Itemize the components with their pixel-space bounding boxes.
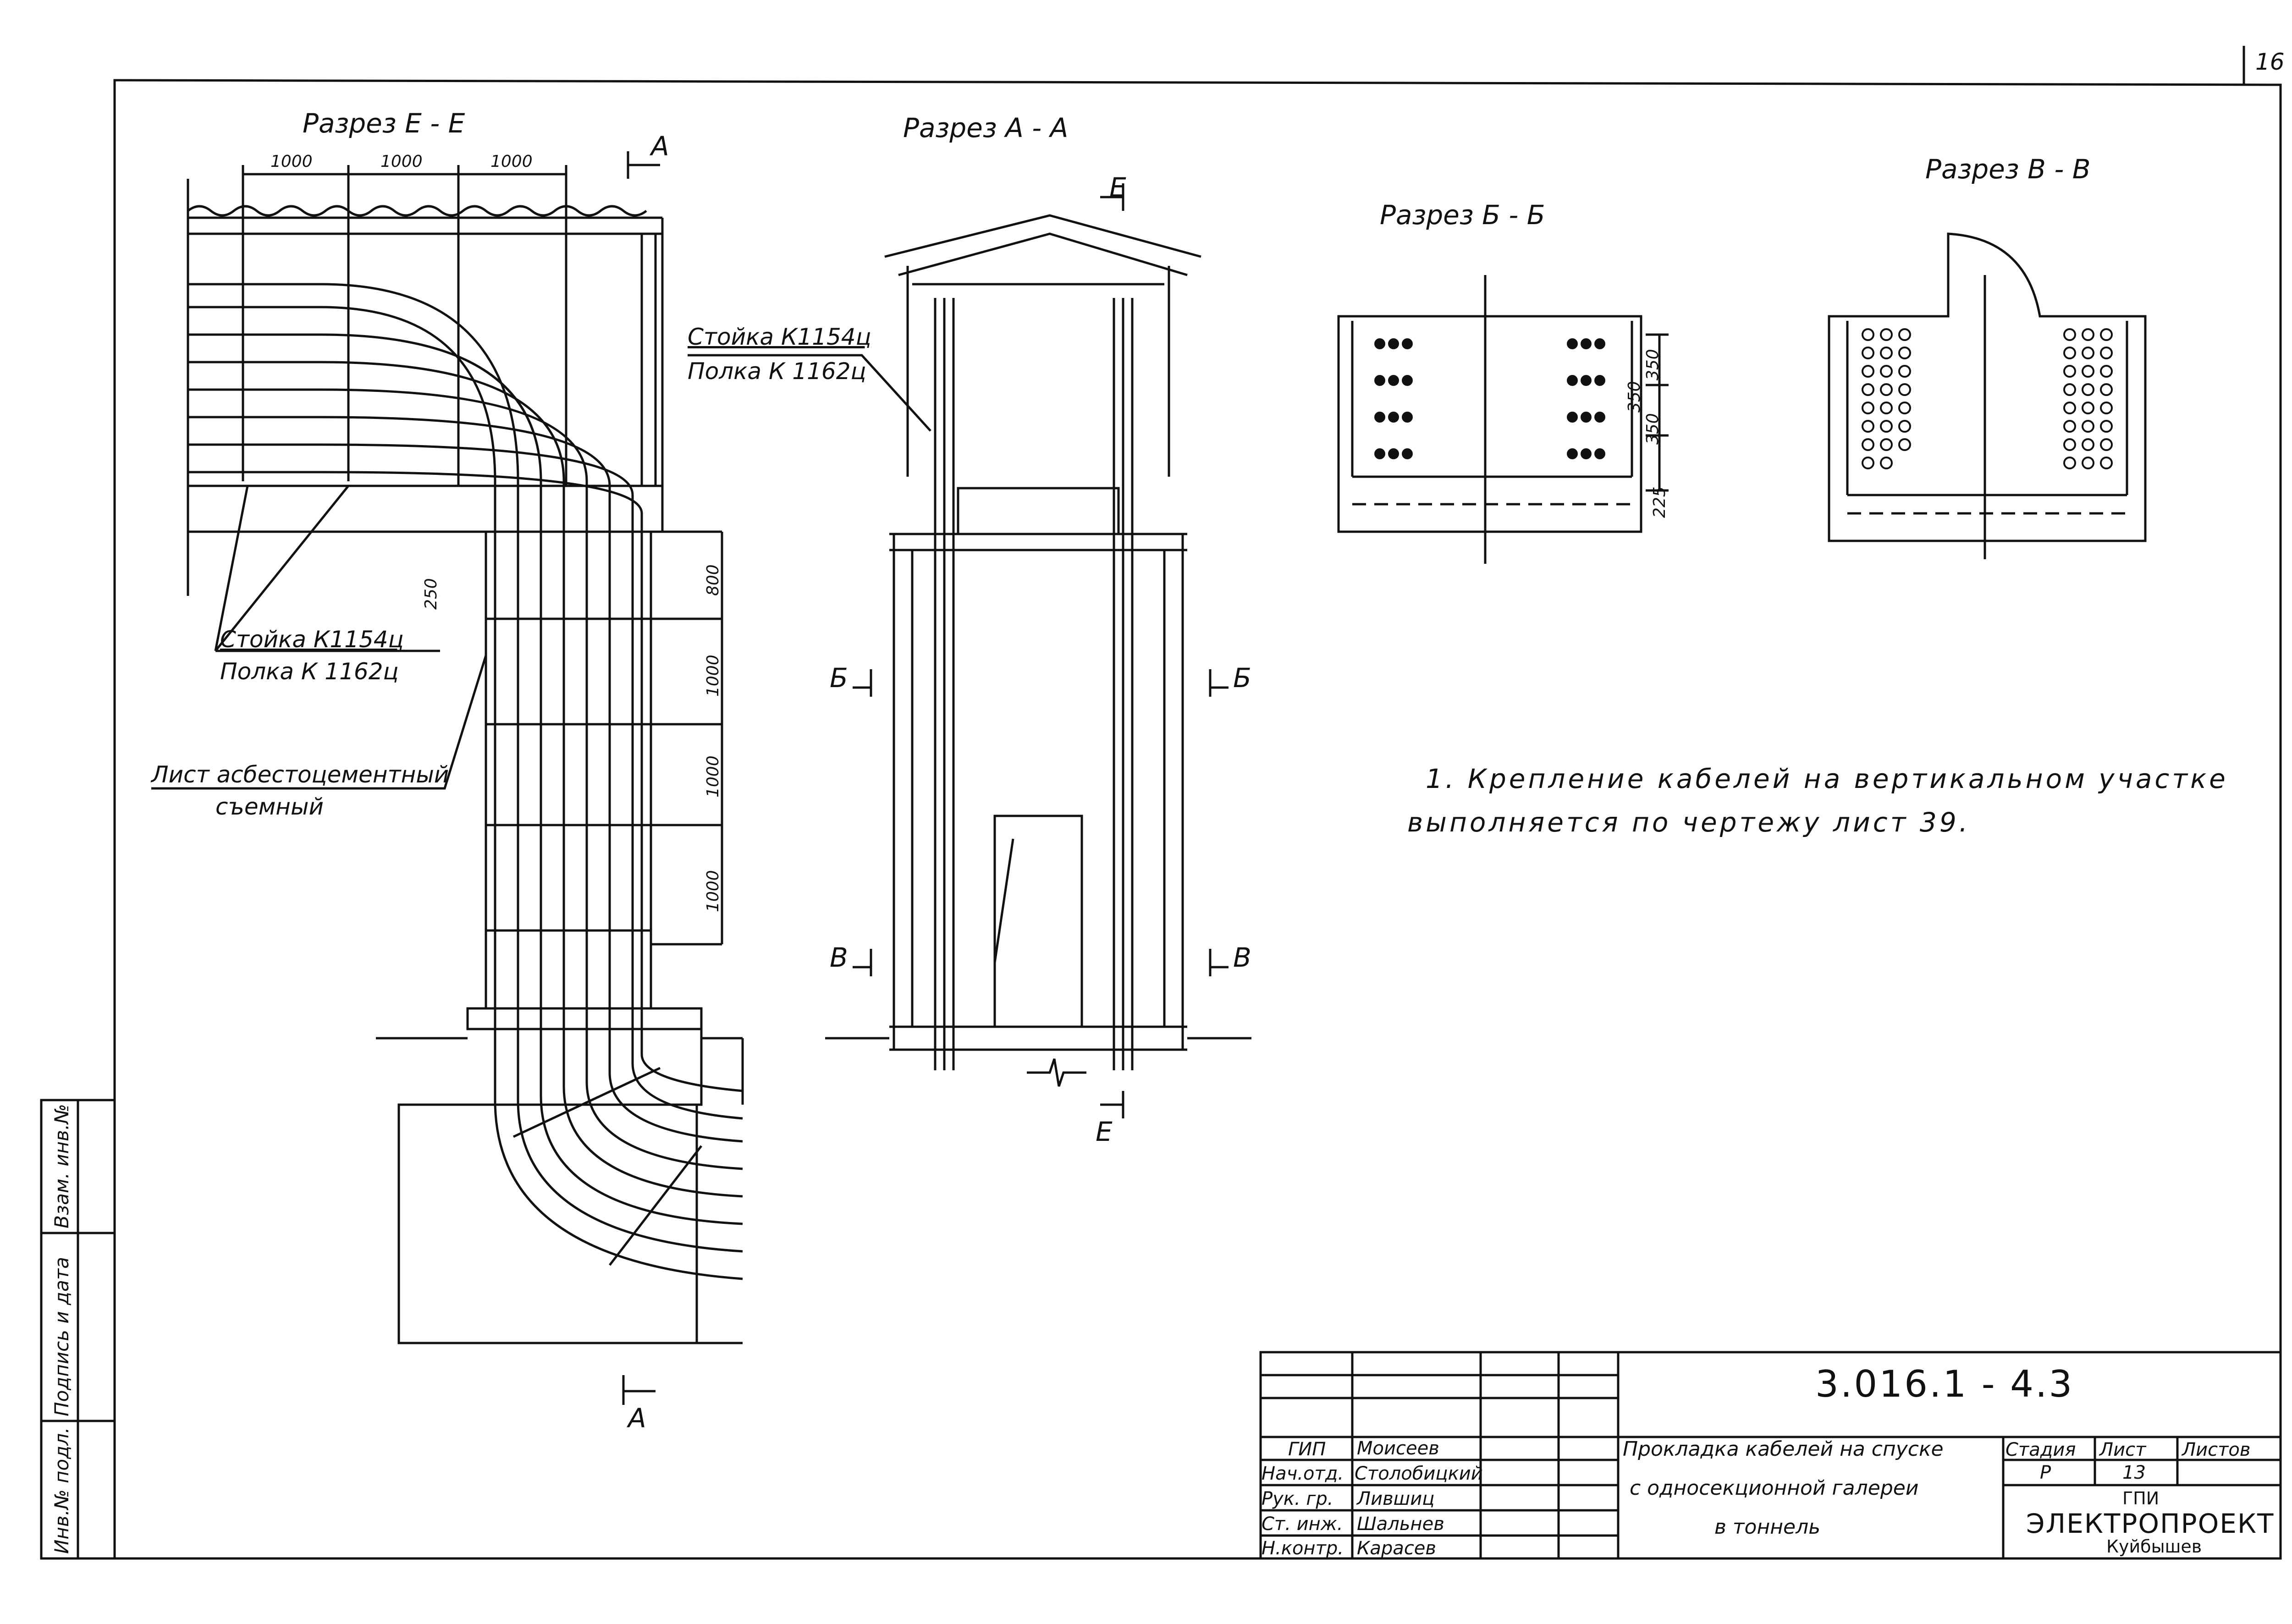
- description-line3: в тоннель: [1714, 1515, 1821, 1539]
- marker-v-left: В: [830, 942, 848, 973]
- dim-ee-v3: 1000: [704, 755, 722, 798]
- dim-ee-v2: 1000: [704, 655, 722, 697]
- role-ruk-gr: Рук. гр.: [1262, 1488, 1333, 1509]
- description-line2: с односекционной галереи: [1630, 1476, 1919, 1500]
- org-line3: Куйбышев: [2106, 1536, 2202, 1557]
- org-line1: ГПИ: [2122, 1488, 2160, 1508]
- marker-b-right: Б: [1233, 662, 1251, 694]
- role-n-kontr: Н.контр.: [1262, 1538, 1344, 1559]
- section-vv-title: Разрез В - В: [1925, 154, 2091, 185]
- sheet-label: Лист: [2099, 1439, 2146, 1460]
- marker-a-top: А: [651, 131, 669, 162]
- callout-shelf-lower: Полка К 1162ц: [220, 658, 399, 685]
- section-bb-drawing: [1337, 275, 1669, 564]
- org-line2: ЭЛЕКТРОПРОЕКТ: [2026, 1508, 2275, 1539]
- callout-stand-upper: Стойка К1154ц: [688, 324, 871, 350]
- dim-bb-1: 350: [1643, 349, 1662, 380]
- name-nach-otd: Столобицкий: [1355, 1463, 1483, 1484]
- section-vv-drawing: [1828, 232, 2147, 559]
- callout-stand-lower: Стойка К1154ц: [220, 626, 404, 653]
- title-block-frame: [1259, 1351, 2282, 1560]
- role-nach-otd: Нач.отд.: [1262, 1463, 1344, 1484]
- section-bb-title: Разрез Б - Б: [1380, 199, 1545, 231]
- stage-label: Стадия: [2006, 1439, 2076, 1460]
- dim-ee-1: 1000: [270, 152, 313, 171]
- dim-bb-4: 225: [1650, 486, 1669, 518]
- name-st-inzh: Шальнев: [1357, 1514, 1444, 1535]
- role-st-inzh: Ст. инж.: [1262, 1514, 1343, 1535]
- marker-e-bottom: Е: [1096, 1116, 1113, 1147]
- side-stamp-inv-podl: Инв.№ подл.: [50, 1427, 73, 1554]
- callout-sheet-line2: съемный: [215, 793, 324, 820]
- dim-bb-3: 350: [1643, 413, 1662, 445]
- sheets-label: Листов: [2182, 1439, 2251, 1460]
- dim-bb-2: 350: [1625, 381, 1644, 413]
- callout-sheet-line1: Лист асбестоцементный: [151, 761, 449, 788]
- section-ee-title: Разрез Е - Е: [303, 108, 465, 139]
- dim-ee-3: 1000: [490, 152, 533, 171]
- description-line1: Прокладка кабелей на спуске: [1623, 1437, 1944, 1461]
- marker-e-top: Е: [1109, 172, 1126, 203]
- side-stamp-vzam: Взам. инв.№: [50, 1104, 73, 1228]
- drawing-code: 3.016.1 - 4.3: [1815, 1363, 2074, 1405]
- dim-ee-250: 250: [422, 578, 441, 610]
- name-gip: Моисеев: [1357, 1438, 1439, 1459]
- section-ee-drawing: [151, 151, 744, 1405]
- dim-ee-v4: 1000: [704, 870, 722, 912]
- name-n-kontr: Карасев: [1357, 1538, 1436, 1559]
- page-number: 16: [2255, 49, 2285, 75]
- note-line2: выполняется по чертежу лист 39.: [1407, 807, 1971, 838]
- dim-ee-2: 1000: [380, 152, 423, 171]
- callout-shelf-upper: Полка К 1162ц: [688, 358, 866, 385]
- section-vv-cables: [1862, 328, 2113, 469]
- section-bb-cables: [1374, 338, 1605, 459]
- marker-b-left: Б: [830, 662, 848, 694]
- name-ruk-gr: Лившиц: [1357, 1488, 1435, 1509]
- side-stamp-podpis: Подпись и дата: [50, 1257, 73, 1416]
- dim-ee-v1: 800: [704, 564, 722, 596]
- section-aa-drawing: [688, 183, 1251, 1118]
- marker-a-bottom: А: [628, 1403, 646, 1434]
- role-gip: ГИП: [1288, 1439, 1326, 1460]
- sheet-value: 13: [2122, 1462, 2146, 1483]
- stage-value: Р: [2040, 1462, 2051, 1483]
- note-line1: 1. Крепление кабелей на вертикальном уча…: [1426, 763, 2228, 794]
- section-aa-title: Разрез А - А: [903, 112, 1069, 143]
- marker-v-right: В: [1233, 942, 1251, 973]
